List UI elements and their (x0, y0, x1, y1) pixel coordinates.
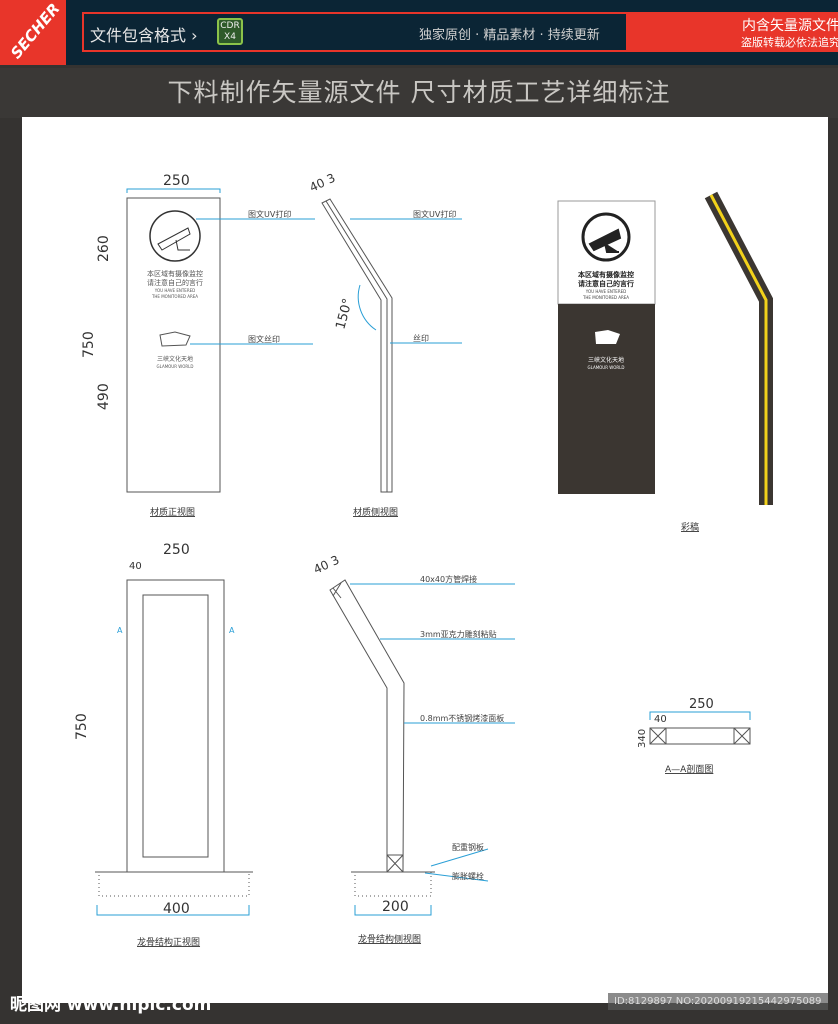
svg-text:GLAMOUR WORLD: GLAMOUR WORLD (588, 365, 625, 370)
svg-text:请注意自己的言行: 请注意自己的言行 (147, 278, 203, 287)
svg-text:请注意自己的言行: 请注意自己的言行 (578, 279, 634, 288)
svg-text:本区域有摄像监控: 本区域有摄像监控 (147, 269, 203, 278)
svg-text:YOU HAVE ENTERED: YOU HAVE ENTERED (585, 289, 626, 294)
svg-text:3mm亚克力雕刻粘贴: 3mm亚克力雕刻粘贴 (420, 629, 497, 639)
page-title: 下料制作矢量源文件 尺寸材质工艺详细标注 (0, 68, 838, 118)
front-width: 250 (163, 173, 190, 189)
svg-text:40 3: 40 3 (307, 171, 337, 195)
svg-text:三峡文化天地: 三峡文化天地 (157, 355, 193, 363)
notice-box: 内含矢量源文件盗版转载必依法追究 (628, 12, 838, 52)
svg-text:A: A (117, 626, 123, 635)
color-side-stripe (704, 191, 773, 505)
svg-text:200: 200 (382, 899, 409, 915)
svg-text:40: 40 (129, 561, 142, 572)
svg-text:40: 40 (654, 714, 667, 725)
svg-text:40 3: 40 3 (311, 553, 341, 577)
svg-text:THE MONITORED AREA: THE MONITORED AREA (151, 294, 198, 299)
format-label: 文件包含格式 › (90, 26, 198, 45)
svg-text:YOU HAVE ENTERED: YOU HAVE ENTERED (154, 288, 195, 293)
caption-side: 材质侧视图 (353, 506, 398, 518)
svg-text:340: 340 (637, 729, 648, 748)
svg-text:250: 250 (163, 542, 190, 558)
svg-text:490: 490 (96, 383, 112, 410)
svg-text:150°: 150° (333, 297, 356, 331)
svg-text:0.8mm不锈钢烤漆面板: 0.8mm不锈钢烤漆面板 (420, 713, 504, 723)
caption-section: A—A剖面图 (665, 763, 713, 775)
caption-front: 材质正视图 (150, 506, 195, 518)
frame-front-outer (126, 579, 225, 873)
caption-color: 彩稿 (681, 521, 699, 533)
section-rect (649, 727, 751, 745)
color-logo-icon (595, 330, 620, 344)
color-camera-icon (581, 212, 631, 262)
slogan: 独家原创 · 精品素材 · 持续更新 (419, 28, 600, 43)
svg-text:图文UV打印: 图文UV打印 (413, 209, 456, 219)
watermark: 昵图网 www.nipic.com (10, 995, 212, 1015)
brand-corner: SECHER (0, 0, 66, 65)
svg-text:图文UV打印: 图文UV打印 (248, 209, 291, 219)
foundation-front (98, 871, 250, 897)
format-box (82, 12, 628, 52)
caption-frame-front: 龙骨结构正视图 (137, 936, 200, 948)
side-profile (321, 198, 393, 493)
svg-text:750: 750 (81, 331, 97, 358)
svg-text:图文丝印: 图文丝印 (248, 334, 280, 344)
drawing-sheet (22, 117, 828, 1003)
svg-text:750: 750 (74, 713, 90, 740)
svg-text:A: A (229, 626, 235, 635)
svg-text:配重钢板: 配重钢板 (452, 842, 484, 852)
svg-text:丝印: 丝印 (413, 333, 429, 343)
svg-text:本区域有摄像监控: 本区域有摄像监控 (577, 270, 634, 279)
camera-icon (149, 210, 201, 262)
image-id: ID:8129897 NO:20200919215442975089 (608, 993, 828, 1010)
caption-frame-side: 龙骨结构侧视图 (358, 933, 421, 945)
logo-icon (159, 331, 191, 347)
svg-text:250: 250 (689, 697, 714, 712)
svg-text:40x40方管焊接: 40x40方管焊接 (420, 574, 477, 584)
svg-text:400: 400 (163, 901, 190, 917)
svg-text:三峡文化天地: 三峡文化天地 (588, 356, 624, 364)
svg-text:膨胀螺栓: 膨胀螺栓 (452, 871, 484, 881)
svg-text:GLAMOUR WORLD: GLAMOUR WORLD (157, 364, 194, 369)
foundation-side (354, 871, 432, 897)
frame-side-profile (329, 579, 405, 873)
front-panel (126, 197, 221, 493)
svg-text:260: 260 (96, 235, 112, 262)
svg-text:THE MONITORED AREA: THE MONITORED AREA (582, 295, 629, 300)
